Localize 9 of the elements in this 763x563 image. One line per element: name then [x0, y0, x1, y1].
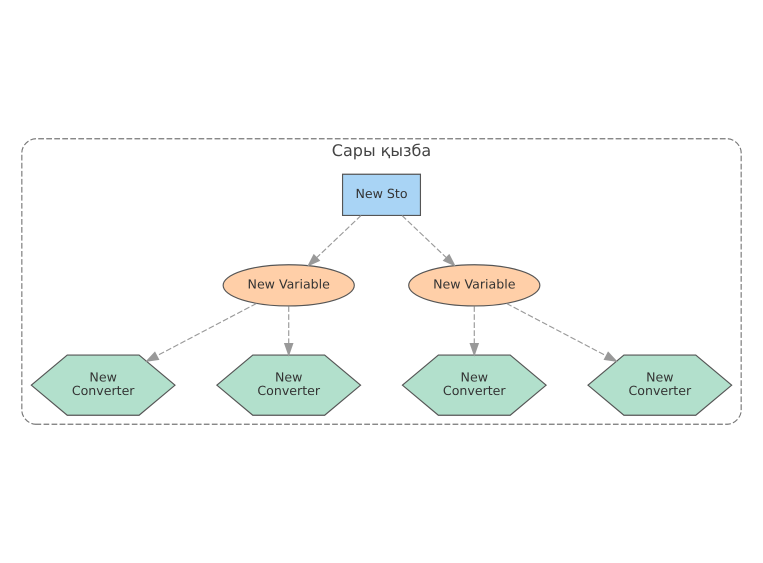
node-ellipse: New Variable — [222, 264, 355, 307]
arrow — [284, 306, 294, 357]
arrow — [402, 215, 456, 267]
arrow — [469, 306, 480, 357]
arrow — [506, 302, 618, 362]
node-box: New Sto — [342, 174, 422, 216]
node-ellipse: New Variable — [408, 264, 540, 307]
arrow — [145, 302, 257, 362]
arrow — [307, 215, 362, 267]
